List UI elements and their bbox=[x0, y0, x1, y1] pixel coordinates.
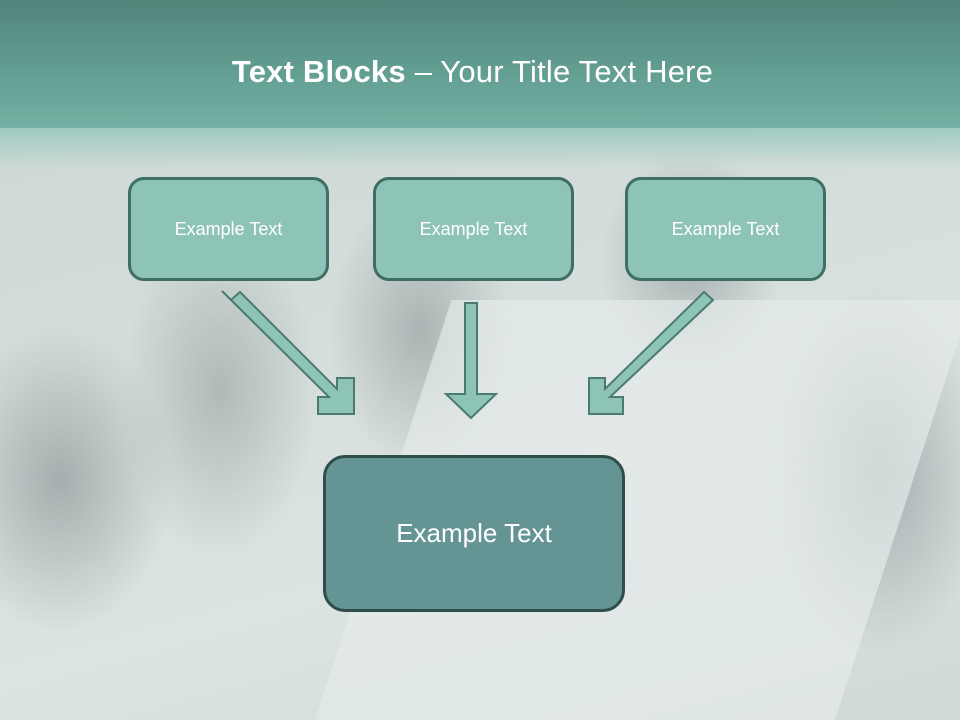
text-block-3-label: Example Text bbox=[671, 218, 780, 239]
text-block-1[interactable]: Example Text bbox=[128, 177, 329, 281]
header-band bbox=[0, 0, 960, 128]
title-separator: – bbox=[405, 54, 441, 89]
title-rest: Your Title Text Here bbox=[440, 54, 714, 89]
result-block[interactable]: Example Text bbox=[323, 455, 625, 612]
text-block-1-label: Example Text bbox=[174, 218, 283, 239]
slide-title: Text Blocks – Your Title Text Here bbox=[0, 54, 945, 90]
text-block-2[interactable]: Example Text bbox=[373, 177, 574, 281]
arrow-down-left-icon bbox=[588, 290, 715, 415]
result-block-label: Example Text bbox=[396, 518, 552, 548]
title-bold: Text Blocks bbox=[231, 54, 406, 89]
text-block-3[interactable]: Example Text bbox=[625, 177, 826, 281]
header-fade bbox=[0, 128, 960, 168]
text-block-2-label: Example Text bbox=[419, 218, 528, 239]
arrow-down-icon bbox=[443, 302, 499, 420]
arrow-down-right-icon bbox=[221, 290, 355, 415]
